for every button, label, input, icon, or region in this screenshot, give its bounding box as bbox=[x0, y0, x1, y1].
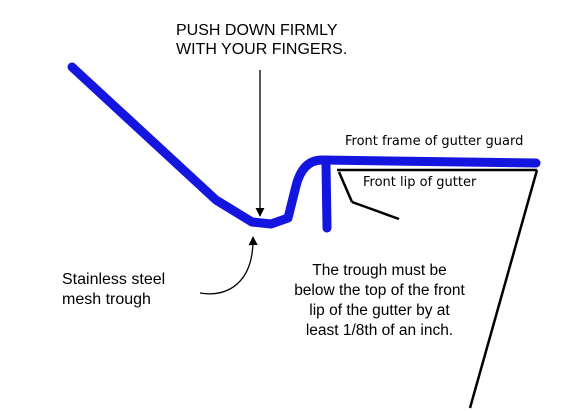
trough-requirement-note: The trough must be below the top of the … bbox=[272, 261, 487, 341]
trough-note-line-4: least 1/8th of an inch. bbox=[305, 322, 454, 339]
gutter-outer-wall bbox=[468, 169, 539, 409]
gutter-lip-inner-edge bbox=[337, 171, 354, 203]
push-instruction-label: PUSH DOWN FIRMLY WITH YOUR FINGERS. bbox=[176, 21, 347, 59]
gutter-guard-mesh-profile bbox=[67, 62, 541, 229]
mesh-trough-line-2: mesh trough bbox=[62, 291, 151, 308]
mesh-trough-line-1: Stainless steel bbox=[62, 271, 166, 288]
push-instruction-line-1: PUSH DOWN FIRMLY bbox=[176, 22, 338, 39]
push-instruction-line-2: WITH YOUR FINGERS. bbox=[176, 41, 348, 58]
front-frame-label: Front frame of gutter guard bbox=[345, 134, 524, 149]
trough-note-line-3: lip of the gutter by at bbox=[309, 302, 450, 319]
trough-note-line-2: below the top of the front bbox=[294, 282, 465, 299]
mesh-trough-label: Stainless steel mesh trough bbox=[62, 270, 165, 310]
front-lip-label: Front lip of gutter bbox=[363, 175, 477, 190]
gutter-guard-front-leg bbox=[321, 159, 332, 233]
trough-note-line-1: The trough must be bbox=[312, 262, 447, 279]
gutter-lip-return bbox=[351, 200, 400, 221]
mesh-trough-pointer-arrow bbox=[199, 236, 258, 295]
